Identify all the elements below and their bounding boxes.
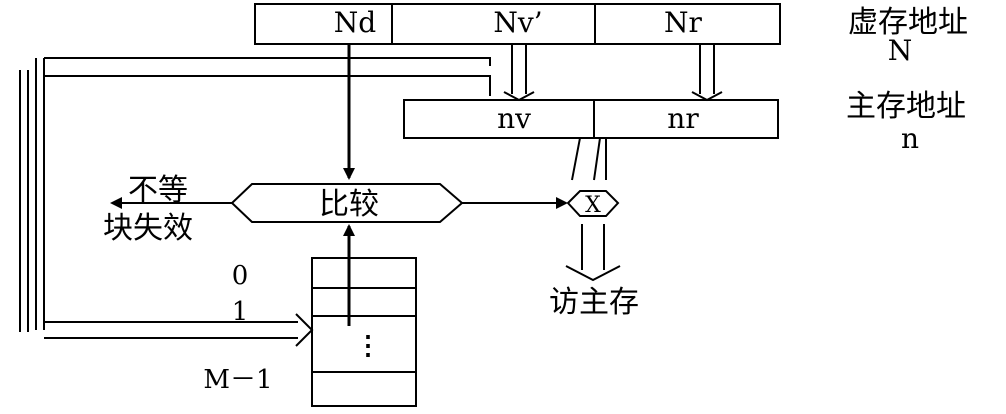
virtual-address-register: Nd Nv’ Nr [254, 3, 781, 45]
field-nr-main: nr [667, 102, 699, 135]
compare-block: 比较 [230, 183, 464, 223]
gate-output-path [565, 224, 621, 282]
gate-block: X [566, 190, 620, 218]
row-label-0: 0 [232, 261, 249, 291]
virtual-address-label: 虚存地址 [848, 5, 968, 40]
row-label-1: 1 [232, 297, 249, 327]
main-address-register: nv nr [403, 99, 779, 139]
mismatch-label: 不等 [128, 173, 188, 208]
field-nr: Nr [664, 6, 703, 39]
row-label-m-1: M－1 [203, 365, 272, 395]
nr-transfer-path [691, 44, 723, 102]
main-address-symbol: n [901, 122, 919, 155]
field-nv: nv [497, 102, 531, 135]
directory-table: ⋮ [311, 257, 417, 407]
nv-transfer-path [503, 44, 535, 102]
left-bus [19, 57, 491, 347]
compare-label: 比较 [319, 187, 379, 222]
table-ellipsis: ⋮ [355, 331, 381, 361]
access-main-memory-label: 访主存 [549, 285, 639, 320]
virtual-address-symbol: N [888, 34, 913, 67]
field-nv-prime: Nv’ [493, 6, 542, 39]
main-to-gate-path [571, 137, 607, 181]
gate-symbol: X [585, 193, 601, 218]
block-fault-label: 块失效 [103, 211, 193, 246]
field-nd: Nd [334, 6, 377, 39]
main-address-label: 主存地址 [846, 89, 966, 124]
